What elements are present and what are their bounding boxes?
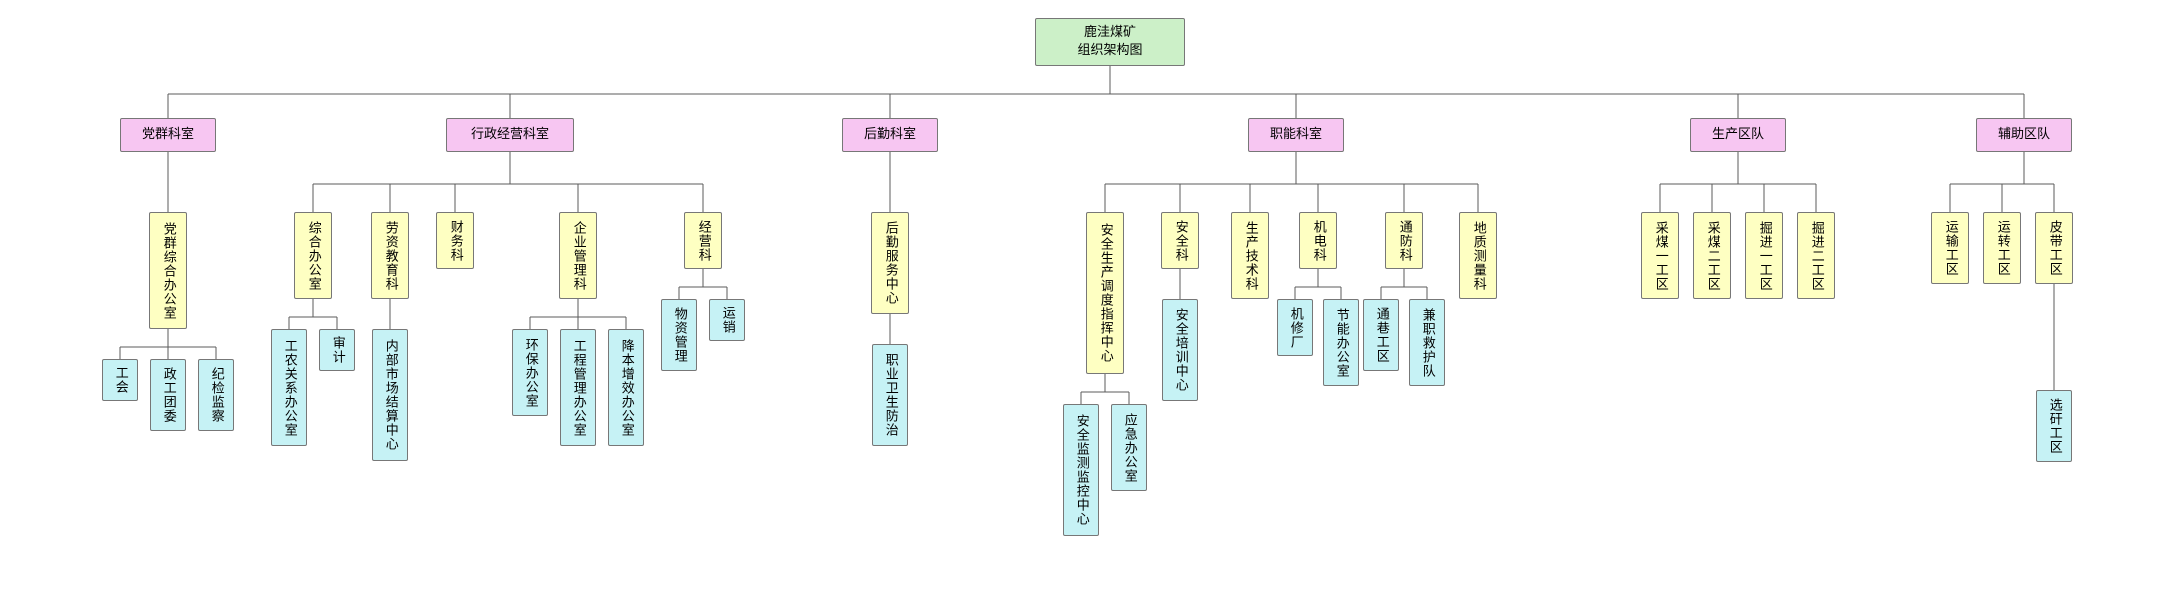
node-label: 通巷工区 xyxy=(1373,307,1389,363)
node-logistics-service-center: 后勤服务中心 xyxy=(871,212,909,314)
node-label: 选矸工区 xyxy=(2046,398,2062,454)
node-functional-depts: 职能科室 xyxy=(1248,118,1344,152)
node-materials-management: 物资管理 xyxy=(661,299,697,371)
node-admin-business-depts: 行政经营科室 xyxy=(446,118,574,152)
node-label: 政工团委 xyxy=(160,367,176,423)
node-political-work-youth-league: 政工团委 xyxy=(150,359,186,431)
node-gangue-sorting-district: 选矸工区 xyxy=(2036,390,2072,462)
node-ventilation-district: 通巷工区 xyxy=(1363,299,1399,371)
node-production-districts: 生产区队 xyxy=(1690,118,1786,152)
node-safety-section: 安全科 xyxy=(1161,212,1199,269)
node-label: 劳资教育科 xyxy=(382,220,398,291)
node-label: 党群综合办公室 xyxy=(160,221,176,320)
node-transport-district: 运输工区 xyxy=(1931,212,1969,284)
node-label: 环保办公室 xyxy=(522,337,538,408)
node-party-mass-office: 党群综合办公室 xyxy=(149,212,187,329)
node-internal-market-settlement-center: 内部市场结算中心 xyxy=(372,329,408,461)
node-label: 皮带工区 xyxy=(2046,220,2062,276)
node-party-mass-depts: 党群科室 xyxy=(120,118,216,152)
node-label: 采煤一工区 xyxy=(1652,220,1668,291)
node-label: 经营科 xyxy=(695,219,711,262)
node-electromechanical-section: 机电科 xyxy=(1299,212,1337,269)
node-label: 掘进二工区 xyxy=(1808,220,1824,291)
node-business-section: 经营科 xyxy=(684,212,722,269)
node-belt-district: 皮带工区 xyxy=(2035,212,2073,284)
node-label: 安全生产调度指挥中心 xyxy=(1097,223,1113,363)
node-label: 应急办公室 xyxy=(1121,412,1137,483)
node-label: 安全监测监控中心 xyxy=(1073,414,1089,526)
chart-title: 鹿洼煤矿 组织架构图 xyxy=(1035,18,1185,66)
node-label: 运输工区 xyxy=(1942,220,1958,276)
node-label: 后勤服务中心 xyxy=(882,221,898,305)
node-safety-training-center: 安全培训中心 xyxy=(1162,299,1198,401)
node-auxiliary-districts: 辅助区队 xyxy=(1976,118,2072,152)
node-general-office: 综合办公室 xyxy=(294,212,332,299)
node-label: 采煤二工区 xyxy=(1704,220,1720,291)
node-transport-sales: 运销 xyxy=(709,299,745,341)
node-label: 掘进一工区 xyxy=(1756,220,1772,291)
node-label: 后勤科室 xyxy=(863,127,916,143)
node-label: 工会 xyxy=(112,366,128,394)
node-label: 机电科 xyxy=(1310,219,1326,262)
node-parttime-rescue-team: 兼职救护队 xyxy=(1409,299,1445,386)
node-label: 节能办公室 xyxy=(1333,307,1349,378)
node-safety-dispatch-center: 安全生产调度指挥中心 xyxy=(1086,212,1124,374)
node-label: 职业卫生防治 xyxy=(882,353,898,437)
node-label: 生产技术科 xyxy=(1242,220,1258,291)
node-label: 工农关系办公室 xyxy=(281,338,297,437)
node-emergency-office: 应急办公室 xyxy=(1111,404,1147,491)
node-ventilation-section: 通防科 xyxy=(1385,212,1423,269)
node-audit: 审计 xyxy=(319,329,355,371)
node-cost-reduction-office: 降本增效办公室 xyxy=(608,329,644,446)
node-label: 地质测量科 xyxy=(1470,220,1486,291)
node-label: 企业管理科 xyxy=(570,220,586,291)
node-coal-mining-district-1: 采煤一工区 xyxy=(1641,212,1679,299)
node-energy-saving-office: 节能办公室 xyxy=(1323,299,1359,386)
node-labor-education-section: 劳资教育科 xyxy=(371,212,409,299)
node-engineering-management-office: 工程管理办公室 xyxy=(560,329,596,446)
node-label: 通防科 xyxy=(1396,219,1412,262)
node-label: 生产区队 xyxy=(1711,127,1764,143)
node-label: 安全培训中心 xyxy=(1172,308,1188,392)
node-discipline-inspection: 纪检监察 xyxy=(198,359,234,431)
node-worker-farmer-relations-office: 工农关系办公室 xyxy=(271,329,307,446)
node-production-tech-section: 生产技术科 xyxy=(1231,212,1269,299)
node-enterprise-management-section: 企业管理科 xyxy=(559,212,597,299)
node-label: 兼职救护队 xyxy=(1419,307,1435,378)
node-safety-monitoring-center: 安全监测监控中心 xyxy=(1063,404,1099,536)
node-occupational-health: 职业卫生防治 xyxy=(872,344,908,446)
node-label: 机修厂 xyxy=(1287,306,1303,349)
node-geology-survey-section: 地质测量科 xyxy=(1459,212,1497,299)
node-label: 党群科室 xyxy=(141,127,194,143)
node-label: 运转工区 xyxy=(1994,220,2010,276)
node-finance-section: 财务科 xyxy=(436,212,474,269)
node-label: 职能科室 xyxy=(1269,127,1322,143)
node-label: 辅助区队 xyxy=(1997,127,2050,143)
node-label: 内部市场结算中心 xyxy=(382,339,398,451)
chart-title-line2: 组织架构图 xyxy=(1077,43,1143,58)
node-excavation-district-2: 掘进二工区 xyxy=(1797,212,1835,299)
node-excavation-district-1: 掘进一工区 xyxy=(1745,212,1783,299)
node-label: 物资管理 xyxy=(671,307,687,363)
node-coal-mining-district-2: 采煤二工区 xyxy=(1693,212,1731,299)
node-environmental-office: 环保办公室 xyxy=(512,329,548,416)
node-label: 综合办公室 xyxy=(305,220,321,291)
node-label: 纪检监察 xyxy=(208,367,224,423)
node-labor-union: 工会 xyxy=(102,359,138,401)
node-label: 运销 xyxy=(719,306,735,334)
chart-title-line1: 鹿洼煤矿 xyxy=(1083,25,1136,41)
node-logistics-depts: 后勤科室 xyxy=(842,118,938,152)
node-label: 审计 xyxy=(329,336,345,364)
node-label: 行政经营科室 xyxy=(470,127,549,143)
node-operation-district: 运转工区 xyxy=(1983,212,2021,284)
node-label: 工程管理办公室 xyxy=(570,338,586,437)
node-label: 安全科 xyxy=(1172,219,1188,262)
node-label: 降本增效办公室 xyxy=(618,338,634,437)
node-machine-repair-plant: 机修厂 xyxy=(1277,299,1313,356)
node-label: 财务科 xyxy=(447,219,463,262)
